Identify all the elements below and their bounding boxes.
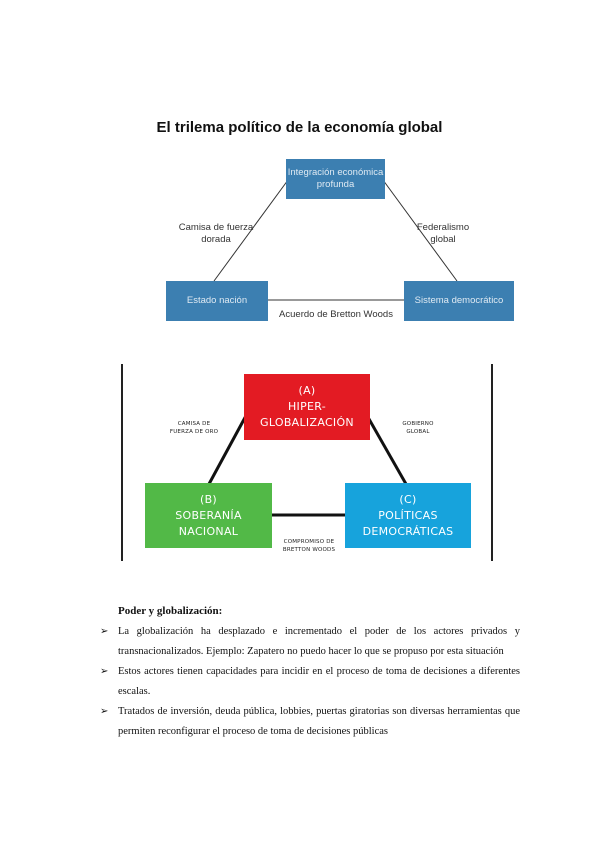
d2-box-politicas-democraticas: (C) POLÍTICAS DEMOCRÁTICAS: [345, 483, 471, 548]
d2-box-a-label: HIPER-GLOBALIZACIÓN: [260, 400, 354, 429]
d1-box-sistema-democratico: Sistema democrático: [404, 281, 514, 321]
d2-box-hiper-globalizacion: (A) HIPER-GLOBALIZACIÓN: [244, 374, 370, 440]
list-item: ➢Tratados de inversión, deuda pública, l…: [100, 702, 520, 742]
d2-right-border: [491, 364, 493, 561]
d1-label-camisa: Camisa de fuerza dorada: [178, 222, 254, 245]
d2-box-b-letter: (B): [199, 492, 218, 506]
d2-label-camisa: CAMISA DE FUERZA DE ORO: [169, 421, 219, 435]
d2-left-border: [121, 364, 123, 561]
d2-box-a-letter: (A): [298, 384, 316, 397]
d2-left-edge-line: [207, 411, 250, 485]
diagram1-title: El trilema político de la economía globa…: [156, 119, 443, 136]
d2-box-b-label: SOBERANÍA NACIONAL: [175, 508, 242, 538]
d1-label-bretton-woods: Acuerdo de Bretton Woods: [279, 309, 393, 320]
arrow-bullet-icon: ➢: [100, 706, 109, 717]
d2-box-c-letter: (C): [399, 492, 417, 506]
d2-right-edge-line: [363, 411, 408, 485]
d1-label-federalismo: Federalismo global: [416, 222, 470, 245]
d1-box-estado-nacion: Estado nación: [166, 281, 268, 321]
arrow-bullet-icon: ➢: [100, 626, 109, 637]
d1-left-edge-line: [213, 179, 289, 282]
d2-label-bretton-woods: COMPROMISO DE BRETTON WOODS: [282, 539, 336, 553]
d2-box-soberania-nacional: (B) SOBERANÍA NACIONAL: [145, 483, 272, 548]
section-title: Poder y globalización:: [118, 605, 223, 617]
d2-label-gobierno: GOBIERNO GLOBAL: [402, 421, 434, 435]
d2-box-c-label: POLÍTICAS DEMOCRÁTICAS: [362, 508, 454, 538]
d1-right-edge-line: [382, 179, 458, 282]
bullet-list: ➢La globalización ha desplazado e increm…: [100, 622, 520, 742]
list-item: ➢La globalización ha desplazado e increm…: [100, 622, 520, 662]
d1-box-integracion: Integración económica profunda: [286, 159, 385, 199]
arrow-bullet-icon: ➢: [100, 666, 109, 677]
list-item: ➢Estos actores tienen capacidades para i…: [100, 662, 520, 702]
